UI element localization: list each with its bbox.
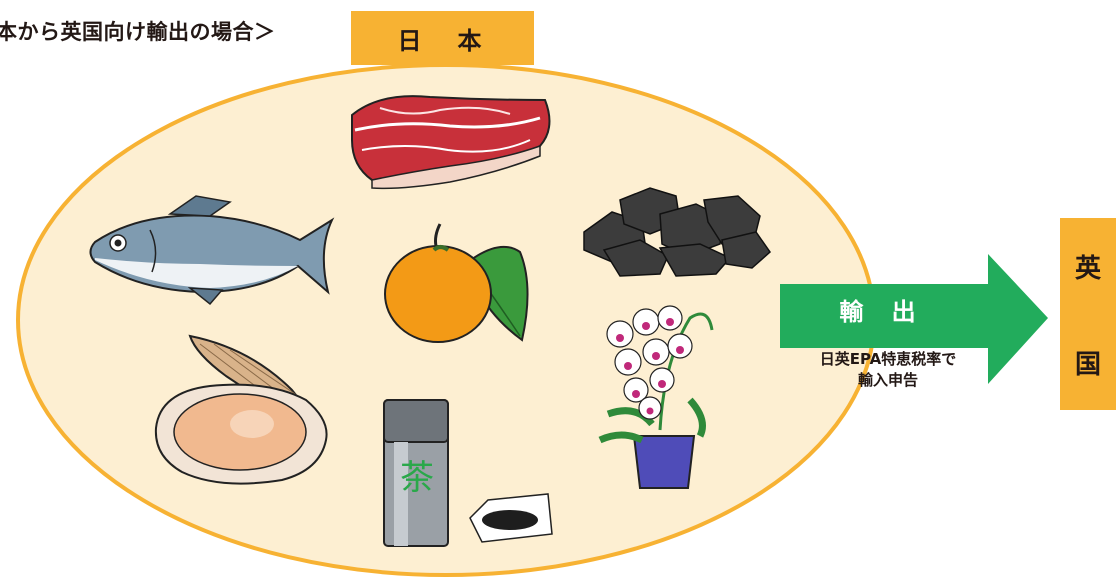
scallop-icon [154,334,328,485]
origin-label: 日 本 [351,11,534,65]
mandarin-orange-icon [384,223,529,343]
destination-char-1: 英 [1074,253,1101,284]
export-label: 輸 出 [839,298,926,326]
declaration-note-line2: 輸入申告 [857,371,918,389]
tea-can-icon [383,399,449,547]
export-arrow [780,254,1048,384]
beef-icon [351,95,551,190]
page-title: 本から英国向け輸出の場合＞ [0,20,276,44]
orchid-icon [598,305,714,489]
declaration-note-line1: 日英EPA特恵税率で [819,350,957,368]
tea-leaves-icon [469,493,553,543]
tea-can-label: 茶 [400,458,434,498]
fish-icon [89,195,335,306]
destination-label: 英 国 [1060,218,1116,410]
destination-char-2: 国 [1074,349,1101,380]
charcoal-icon [583,187,771,277]
customs-declaration-note: 日英EPA特恵税率で 輸入申告 [788,349,988,391]
